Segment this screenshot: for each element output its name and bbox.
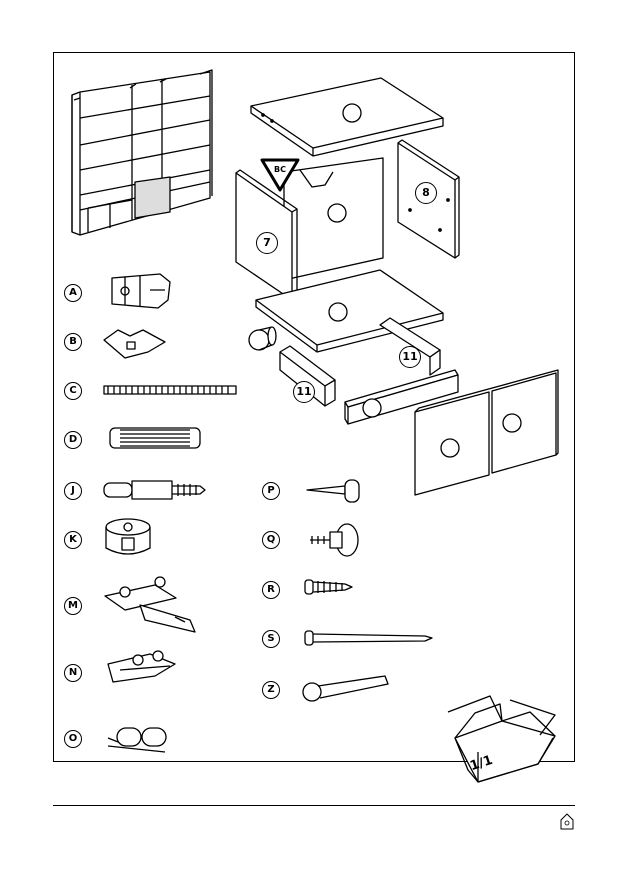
hardware-s [305, 631, 432, 645]
panel-label-11-left: 11 [293, 381, 315, 403]
hardware-o [108, 728, 166, 752]
bookcase-overview [72, 70, 212, 235]
hardware-m [105, 577, 195, 632]
hardware-a [112, 274, 170, 308]
part-label-c: C [64, 382, 82, 400]
part-label-m: M [64, 597, 82, 615]
part-label-k: K [64, 531, 82, 549]
part-label-j: J [64, 482, 82, 500]
bc-badge: BC [266, 165, 294, 174]
carton-box [448, 696, 555, 782]
part-label-n: N [64, 664, 82, 682]
part-label-o: O [64, 730, 82, 748]
hardware-d [110, 428, 200, 448]
hardware-q [310, 524, 358, 556]
part-label-r: R [262, 581, 280, 599]
hardware-c [104, 386, 236, 394]
hardware-r [305, 580, 352, 594]
part-label-s: S [262, 630, 280, 648]
hardware-z [303, 676, 388, 701]
top-panel [251, 78, 443, 156]
part-label-a: A [64, 284, 82, 302]
part-label-b: B [64, 333, 82, 351]
panel-label-11-right: 11 [399, 346, 421, 368]
part-label-d: D [64, 431, 82, 449]
hardware-b [104, 330, 165, 358]
part-label-p: P [262, 482, 280, 500]
part-label-q: Q [262, 531, 280, 549]
back-panel [284, 158, 383, 280]
brand-house-icon [561, 814, 573, 829]
panel-label-8: 8 [415, 182, 437, 204]
hardware-p [307, 480, 359, 502]
footer-divider [53, 805, 575, 806]
part-label-z: Z [262, 681, 280, 699]
hardware-k [106, 519, 150, 554]
hardware-j [104, 481, 205, 499]
hardware-n [108, 651, 175, 682]
leg-cylinder [249, 327, 276, 350]
panel-label-7: 7 [256, 232, 278, 254]
